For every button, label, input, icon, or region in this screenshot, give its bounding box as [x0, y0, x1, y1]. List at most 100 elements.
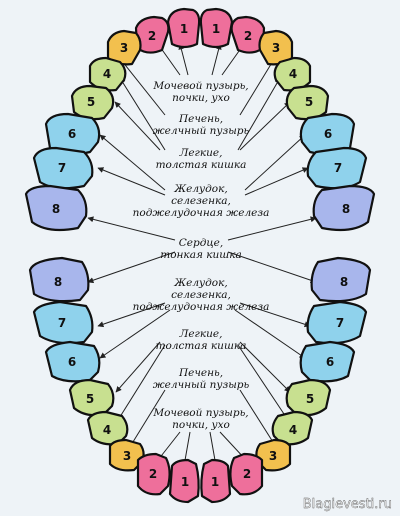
label-lower-bladder-2: почки, ухо — [172, 419, 230, 431]
tooth-lower-left-2 — [136, 452, 171, 496]
num-lower-left-1: 1 — [181, 475, 189, 489]
label-upper-bladder-1: Мочевой пузырь, — [152, 80, 248, 92]
arrow-upper-stomach-6l — [99, 134, 166, 191]
arrow-upper-liver-right — [239, 55, 277, 116]
tooth-lower-right-8 — [310, 256, 372, 303]
arrow-lower-stomach-7r — [239, 302, 311, 328]
lower-arch — [28, 256, 372, 504]
num-lower-right-2: 2 — [243, 467, 251, 481]
label-heart-1: Сердце, — [179, 237, 224, 249]
num-upper-right-2: 2 — [244, 29, 252, 43]
label-lower-liver-2: желчный пузырь — [153, 379, 250, 391]
arrow-heart-upper-left — [87, 216, 176, 241]
label-upper-lungs-1: Легкие, — [179, 147, 223, 159]
label-upper-stomach-2: селезенка, — [171, 195, 231, 207]
tooth-upper-left-2 — [134, 15, 170, 54]
num-lower-right-4: 4 — [289, 423, 297, 437]
num-lower-right-8: 8 — [340, 275, 348, 289]
num-upper-left-4: 4 — [103, 67, 111, 81]
num-lower-right-1: 1 — [211, 475, 219, 489]
arrow-upper-lungs-5r — [239, 101, 291, 151]
arrow-lower-lungs-5l — [115, 341, 161, 393]
arrow-lower-stomach-6r — [234, 309, 306, 359]
label-heart-2: тонкая кишка — [160, 249, 242, 261]
tooth-lower-left-3 — [108, 438, 145, 472]
num-upper-left-5: 5 — [87, 95, 95, 109]
num-upper-left-8: 8 — [52, 202, 60, 216]
num-lower-right-5: 5 — [306, 392, 314, 406]
arrow-upper-stomach-7r — [244, 167, 309, 196]
arrow-upper-lungs-5l — [114, 101, 161, 151]
arrow-lower-lungs-5r — [239, 341, 291, 393]
arrow-lower-liver-left — [127, 389, 166, 451]
arrow-lower-lungs-4l — [117, 344, 166, 421]
tooth-lower-left-6 — [44, 340, 101, 383]
label-upper-lungs-2: толстая кишка — [156, 159, 247, 171]
label-upper-liver-1: Печень, — [178, 113, 223, 125]
label-lower-bladder-1: Мочевой пузырь, — [152, 407, 248, 419]
upper-arch — [24, 7, 376, 232]
arrow-upper-liver-left — [117, 55, 166, 116]
arrow-heart-upper-right — [227, 216, 317, 241]
tooth-lower-right-3 — [255, 438, 292, 472]
arrow-heart-lower-left — [87, 251, 176, 284]
tooth-lower-right-2 — [229, 452, 264, 496]
num-lower-left-8: 8 — [54, 275, 62, 289]
organ-labels: Мочевой пузырь, почки, ухо Печень, желчн… — [133, 80, 270, 431]
num-upper-left-2: 2 — [148, 29, 156, 43]
num-upper-right-1: 1 — [212, 22, 220, 36]
tooth-upper-left-1 — [166, 7, 201, 49]
tooth-lower-right-1 — [200, 458, 232, 504]
tooth-lower-right-6 — [299, 340, 356, 383]
tooth-upper-right-8 — [312, 184, 376, 232]
num-upper-right-5: 5 — [305, 95, 313, 109]
tooth-lower-left-1 — [168, 458, 200, 504]
label-upper-liver-2: желчный пузырь — [153, 125, 250, 137]
num-upper-right-3: 3 — [272, 41, 280, 55]
tooth-numbers: 1 1 2 2 3 3 4 4 5 5 6 6 7 7 8 8 8 8 7 7 … — [52, 22, 350, 489]
num-upper-right-8: 8 — [342, 202, 350, 216]
arrow-upper-stomach-6r — [244, 134, 306, 191]
tooth-upper-right-1 — [199, 7, 234, 49]
arrow-lower-stomach-6l — [99, 309, 171, 359]
num-upper-left-3: 3 — [120, 41, 128, 55]
num-upper-right-6: 6 — [324, 127, 332, 141]
num-lower-left-7: 7 — [58, 316, 66, 330]
num-lower-left-5: 5 — [86, 392, 94, 406]
label-lower-stomach-1: Желудок, — [173, 277, 227, 289]
arrow-upper-lungs-4r — [237, 77, 281, 151]
label-lower-lungs-2: толстая кишка — [156, 340, 247, 352]
tooth-lower-left-7 — [32, 300, 94, 345]
tooth-lower-right-5 — [285, 378, 332, 417]
num-upper-right-4: 4 — [289, 67, 297, 81]
num-lower-right-6: 6 — [326, 355, 334, 369]
arrow-heart-lower-right — [227, 251, 317, 284]
arrow-lower-stomach-7l — [97, 302, 166, 328]
label-upper-stomach-1: Желудок, — [173, 183, 227, 195]
label-lower-liver-1: Печень, — [178, 367, 223, 379]
num-lower-left-6: 6 — [68, 355, 76, 369]
num-lower-left-3: 3 — [123, 449, 131, 463]
arrows — [87, 43, 317, 467]
label-lower-stomach-2: селезенка, — [171, 289, 231, 301]
tooth-upper-left-8 — [24, 184, 88, 232]
watermark: Blagievesti.ru — [303, 497, 392, 512]
tooth-lower-left-8 — [28, 256, 90, 303]
label-lower-lungs-1: Легкие, — [179, 328, 223, 340]
num-upper-left-7: 7 — [58, 161, 66, 175]
label-upper-bladder-2: почки, ухо — [172, 92, 230, 104]
tooth-upper-right-2 — [230, 15, 266, 54]
label-lower-stomach-3: поджелудочная железа — [133, 301, 270, 313]
arrow-lower-lungs-4r — [237, 344, 289, 421]
tooth-lower-left-4 — [86, 410, 129, 446]
num-upper-left-1: 1 — [180, 22, 188, 36]
num-lower-left-2: 2 — [149, 467, 157, 481]
num-upper-left-6: 6 — [68, 127, 76, 141]
num-lower-right-7: 7 — [336, 316, 344, 330]
num-lower-right-3: 3 — [269, 449, 277, 463]
arrow-upper-lungs-4l — [119, 77, 166, 151]
num-upper-right-7: 7 — [334, 161, 342, 175]
tooth-lower-left-5 — [68, 378, 115, 417]
